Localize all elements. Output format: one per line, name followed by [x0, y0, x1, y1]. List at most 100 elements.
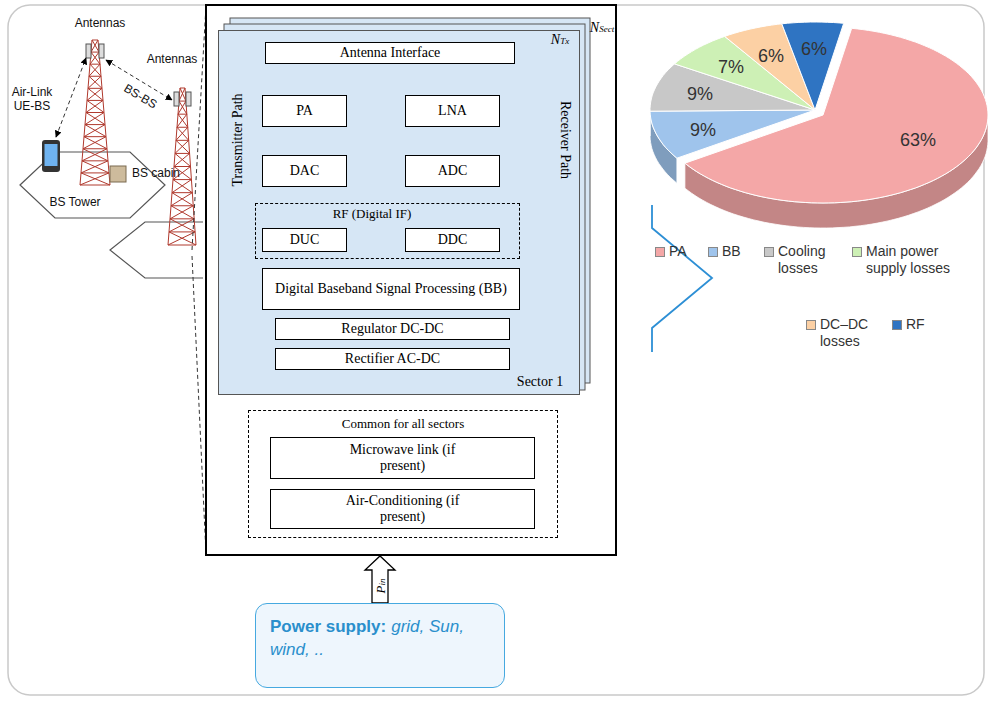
tower-brace: [169, 232, 196, 245]
zoom-line: [192, 6, 206, 250]
tower-brace: [88, 76, 101, 88]
legend-swatch: [764, 247, 774, 257]
tower-brace: [80, 173, 109, 185]
air-link: [56, 58, 86, 137]
bs-tower: [80, 40, 196, 245]
node-label: Rectifier AC-DC: [345, 351, 440, 367]
tower-rung: [168, 245, 196, 246]
tower-rung: [92, 40, 98, 41]
tower-brace: [82, 149, 107, 161]
legend-swatch: [892, 320, 902, 330]
tower-rung: [83, 148, 107, 149]
tower-brace: [91, 40, 98, 52]
node-label: NSect: [590, 20, 614, 36]
block-arrow: [365, 556, 395, 603]
link-label: Air-Link UE-BS: [6, 86, 58, 114]
sector-panel: NTxTransmitter PathReceiver PathSector 1…: [218, 30, 580, 395]
tower-brace: [85, 125, 106, 137]
tower-brace: [177, 127, 189, 140]
node-label: DDC: [438, 232, 468, 248]
tower-brace: [84, 137, 107, 149]
tower-rung: [89, 76, 101, 77]
tower-rung: [178, 114, 187, 115]
tower-brace: [87, 100, 104, 112]
legend-text: RF: [906, 316, 925, 333]
legend-text: Cooling losses: [778, 243, 840, 277]
tower-brace: [86, 100, 103, 112]
cell-hexagon: [110, 222, 203, 278]
power-supply-box: Power supply:grid, Sun, wind, ..: [255, 603, 505, 688]
connector: [365, 556, 395, 603]
tower-brace: [173, 180, 192, 193]
percent-value: 9%: [687, 84, 713, 105]
process-box: Air-Conditioning (if present): [270, 489, 535, 529]
supply-heading: Power supply:: [270, 617, 386, 636]
node-label: RF (Digital IF): [333, 206, 412, 222]
tower-brace: [171, 206, 194, 219]
tower-brace: [174, 153, 190, 166]
tower-brace: [176, 127, 188, 140]
process-box: ADC: [405, 155, 500, 187]
tower-rung: [169, 231, 195, 232]
percent-value: 6%: [801, 39, 827, 60]
tower-brace: [83, 149, 108, 161]
process-box: DUC: [262, 228, 347, 252]
node-label: NTx: [551, 32, 569, 48]
tower-brace: [176, 140, 190, 153]
tower-brace: [168, 232, 195, 245]
process-box: Rectifier AC-DC: [275, 348, 510, 370]
process-box: Microwave link (if present): [270, 437, 535, 479]
tower-label: BS Tower: [49, 196, 100, 210]
percent-value: 9%: [690, 120, 716, 141]
percent-value: 6%: [758, 46, 784, 67]
legend-swatch: [806, 320, 816, 330]
tower-brace: [82, 161, 109, 173]
tower-brace: [175, 140, 189, 153]
tower-rung: [85, 124, 105, 125]
tower-brace: [175, 153, 191, 166]
legend-swatch: [852, 247, 862, 257]
tower-rung: [179, 101, 186, 102]
tower-brace: [89, 64, 100, 76]
tower-rung: [177, 127, 188, 128]
legend-text: BB: [722, 243, 741, 260]
tower-label: Antennas: [147, 53, 198, 67]
antenna-panel: [174, 92, 179, 106]
tower-rung: [176, 140, 189, 141]
tower-rung: [84, 136, 106, 137]
node-label: PA: [296, 103, 313, 119]
link-label: BS-BS: [121, 82, 159, 112]
pie-chart: [650, 22, 988, 228]
antenna-panel: [86, 44, 91, 58]
process-box: DAC: [262, 155, 347, 187]
pie-slice: [782, 22, 844, 110]
tower-rung: [88, 88, 102, 89]
tower-rung: [81, 172, 109, 173]
node-label: ADC: [438, 163, 468, 179]
node-label: Transmitter Path: [230, 93, 246, 186]
process-box: PA: [262, 95, 347, 127]
group-box: RF (Digital IF) DUC DDC: [255, 203, 520, 259]
tower-rung: [87, 100, 103, 101]
zoom-line: [192, 256, 206, 554]
pointer-chevron: [652, 205, 712, 352]
process-box: Digital Baseband Signal Processing (BB): [262, 268, 520, 310]
tower-brace: [81, 173, 110, 185]
tower-brace: [172, 193, 193, 206]
tower-brace: [177, 114, 187, 127]
tower-brace: [170, 206, 193, 219]
node-label: Microwave link (if present): [338, 442, 468, 474]
node-label: Regulator DC-DC: [341, 321, 443, 337]
tower-brace: [88, 88, 103, 100]
edge-label: Pin: [374, 577, 387, 594]
percent-value: 7%: [718, 57, 744, 78]
tower-brace: [81, 161, 108, 173]
cell-hexagon: [20, 152, 165, 218]
process-box: Regulator DC-DC: [275, 318, 510, 340]
cabin-label: BS cabin: [132, 167, 180, 181]
node-label: Receiver Path: [557, 101, 573, 179]
tower-brace: [169, 219, 194, 232]
antenna-panel: [99, 44, 104, 58]
process-box: DDC: [405, 228, 500, 252]
